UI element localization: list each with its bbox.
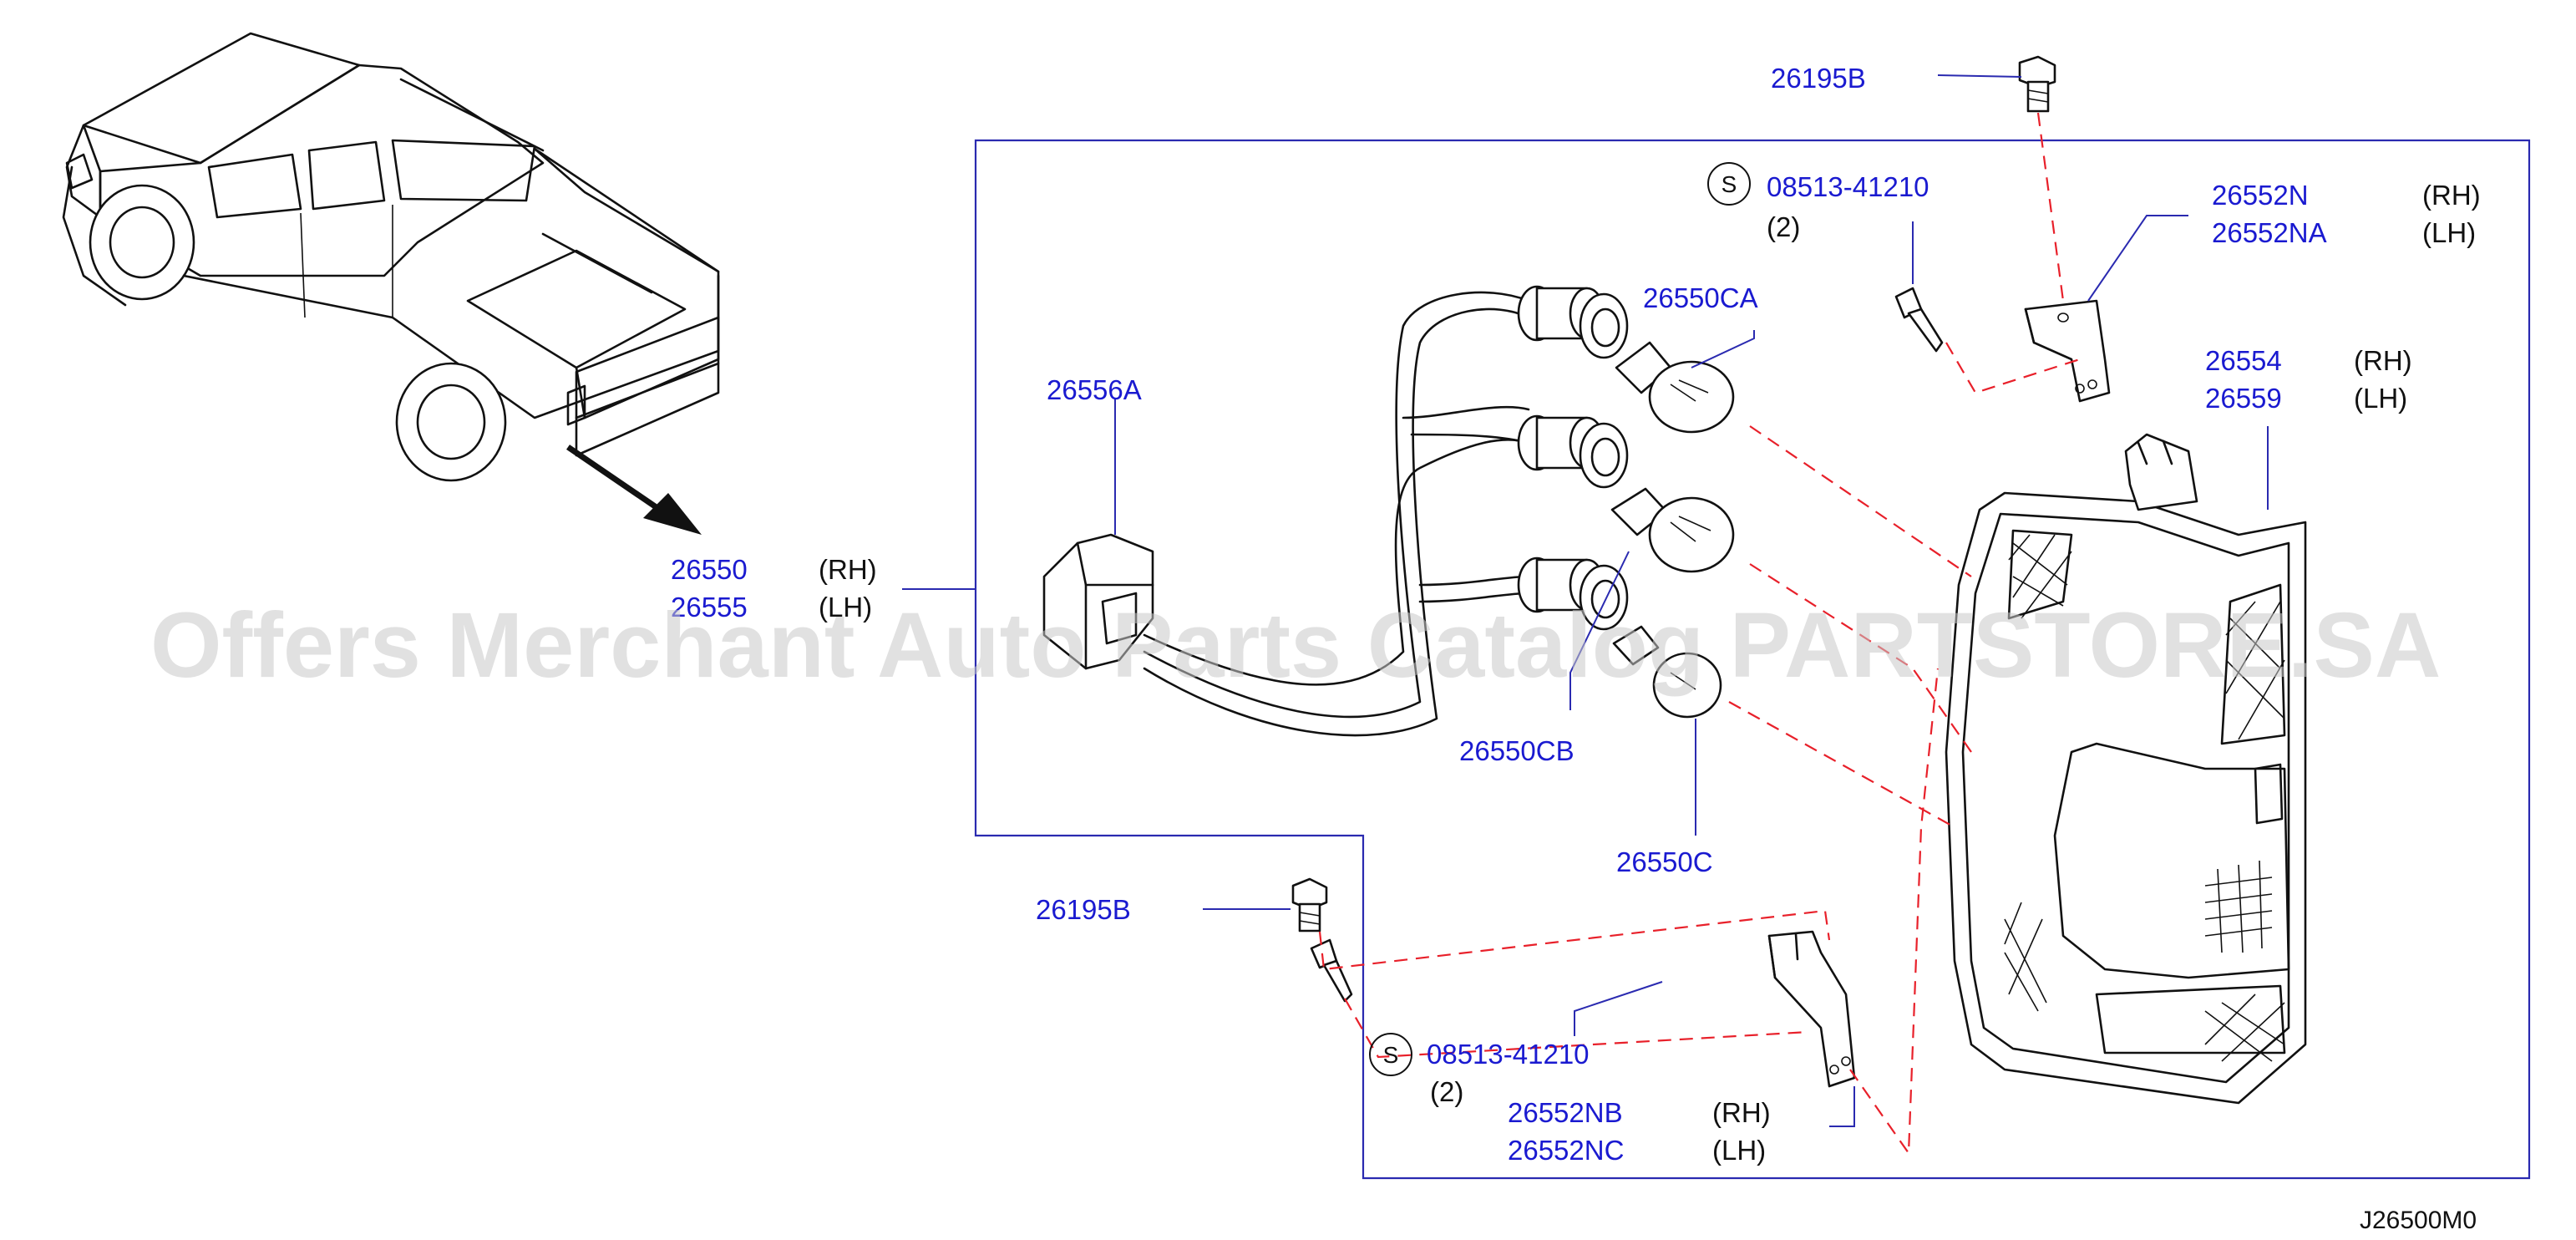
bulb-26550ca — [1615, 341, 1735, 434]
tail-lamp-housing — [1945, 433, 2307, 1105]
s-mark-top: S — [1707, 162, 1751, 206]
label-26556a[interactable]: 26556A — [1047, 374, 1142, 405]
svg-text:S: S — [1383, 1042, 1399, 1068]
qty-top: (2) — [1767, 211, 1800, 242]
qty-bottom: (2) — [1430, 1076, 1463, 1107]
side-lh-26552na: (LH) — [2422, 217, 2476, 248]
label-26552nc[interactable]: 26552NC — [1508, 1135, 1624, 1166]
label-08513-bottom[interactable]: 08513-41210 — [1427, 1039, 1590, 1070]
side-rh-26550: (RH) — [819, 554, 877, 585]
assembly-frame — [974, 139, 2531, 1180]
diagram-ref-code: J26500M0 — [2360, 1207, 2477, 1234]
side-lh-26552nc: (LH) — [1712, 1135, 1766, 1166]
bulb-26550cb — [1610, 487, 1735, 573]
side-rh-26554: (RH) — [2354, 345, 2412, 376]
leader-lines — [1114, 74, 2269, 1127]
label-26555[interactable]: 26555 — [671, 592, 748, 623]
label-26195b-bottom[interactable]: 26195B — [1036, 894, 1131, 925]
bulb-26550c — [1612, 625, 1722, 719]
label-26195b-top[interactable]: 26195B — [1771, 63, 1866, 94]
label-26552nb[interactable]: 26552NB — [1508, 1097, 1623, 1128]
label-08513-top[interactable]: 08513-41210 — [1767, 171, 1929, 202]
bolt-26195b-top — [2018, 55, 2056, 113]
pickup-truck-illustration — [62, 32, 720, 535]
fitting-lines — [1318, 112, 2081, 1156]
label-26550[interactable]: 26550 — [671, 554, 748, 585]
label-26550ca[interactable]: 26550CA — [1643, 282, 1758, 313]
svg-text:S: S — [1722, 171, 1737, 197]
screw-08513-top — [1894, 287, 1944, 353]
bracket-26552n — [2024, 299, 2111, 403]
side-rh-26552n: (RH) — [2422, 180, 2481, 211]
screw-08513-bottom — [1310, 938, 1353, 1003]
watermark-text: Offers Merchant Auto Parts Catalog PARTS… — [150, 594, 2441, 697]
side-lh-26559: (LH) — [2354, 383, 2407, 414]
label-26559[interactable]: 26559 — [2205, 383, 2282, 414]
label-26550cb[interactable]: 26550CB — [1459, 735, 1575, 766]
wiring-harness-illustration — [1042, 285, 1629, 737]
label-26552na[interactable]: 26552NA — [2212, 217, 2327, 248]
side-lh-26555: (LH) — [819, 592, 872, 623]
label-26554[interactable]: 26554 — [2205, 345, 2282, 376]
bolt-26195b-bottom — [1291, 877, 1328, 933]
label-26552n[interactable]: 26552N — [2212, 180, 2309, 211]
label-26550c[interactable]: 26550C — [1616, 846, 1713, 877]
side-rh-26552nb: (RH) — [1712, 1097, 1771, 1128]
part-labels: 26195B 08513-41210 (2) 26552N (RH) 26552… — [671, 63, 2481, 1234]
bracket-26552nb — [1767, 930, 1856, 1088]
s-mark-bottom: S — [1369, 1033, 1412, 1076]
